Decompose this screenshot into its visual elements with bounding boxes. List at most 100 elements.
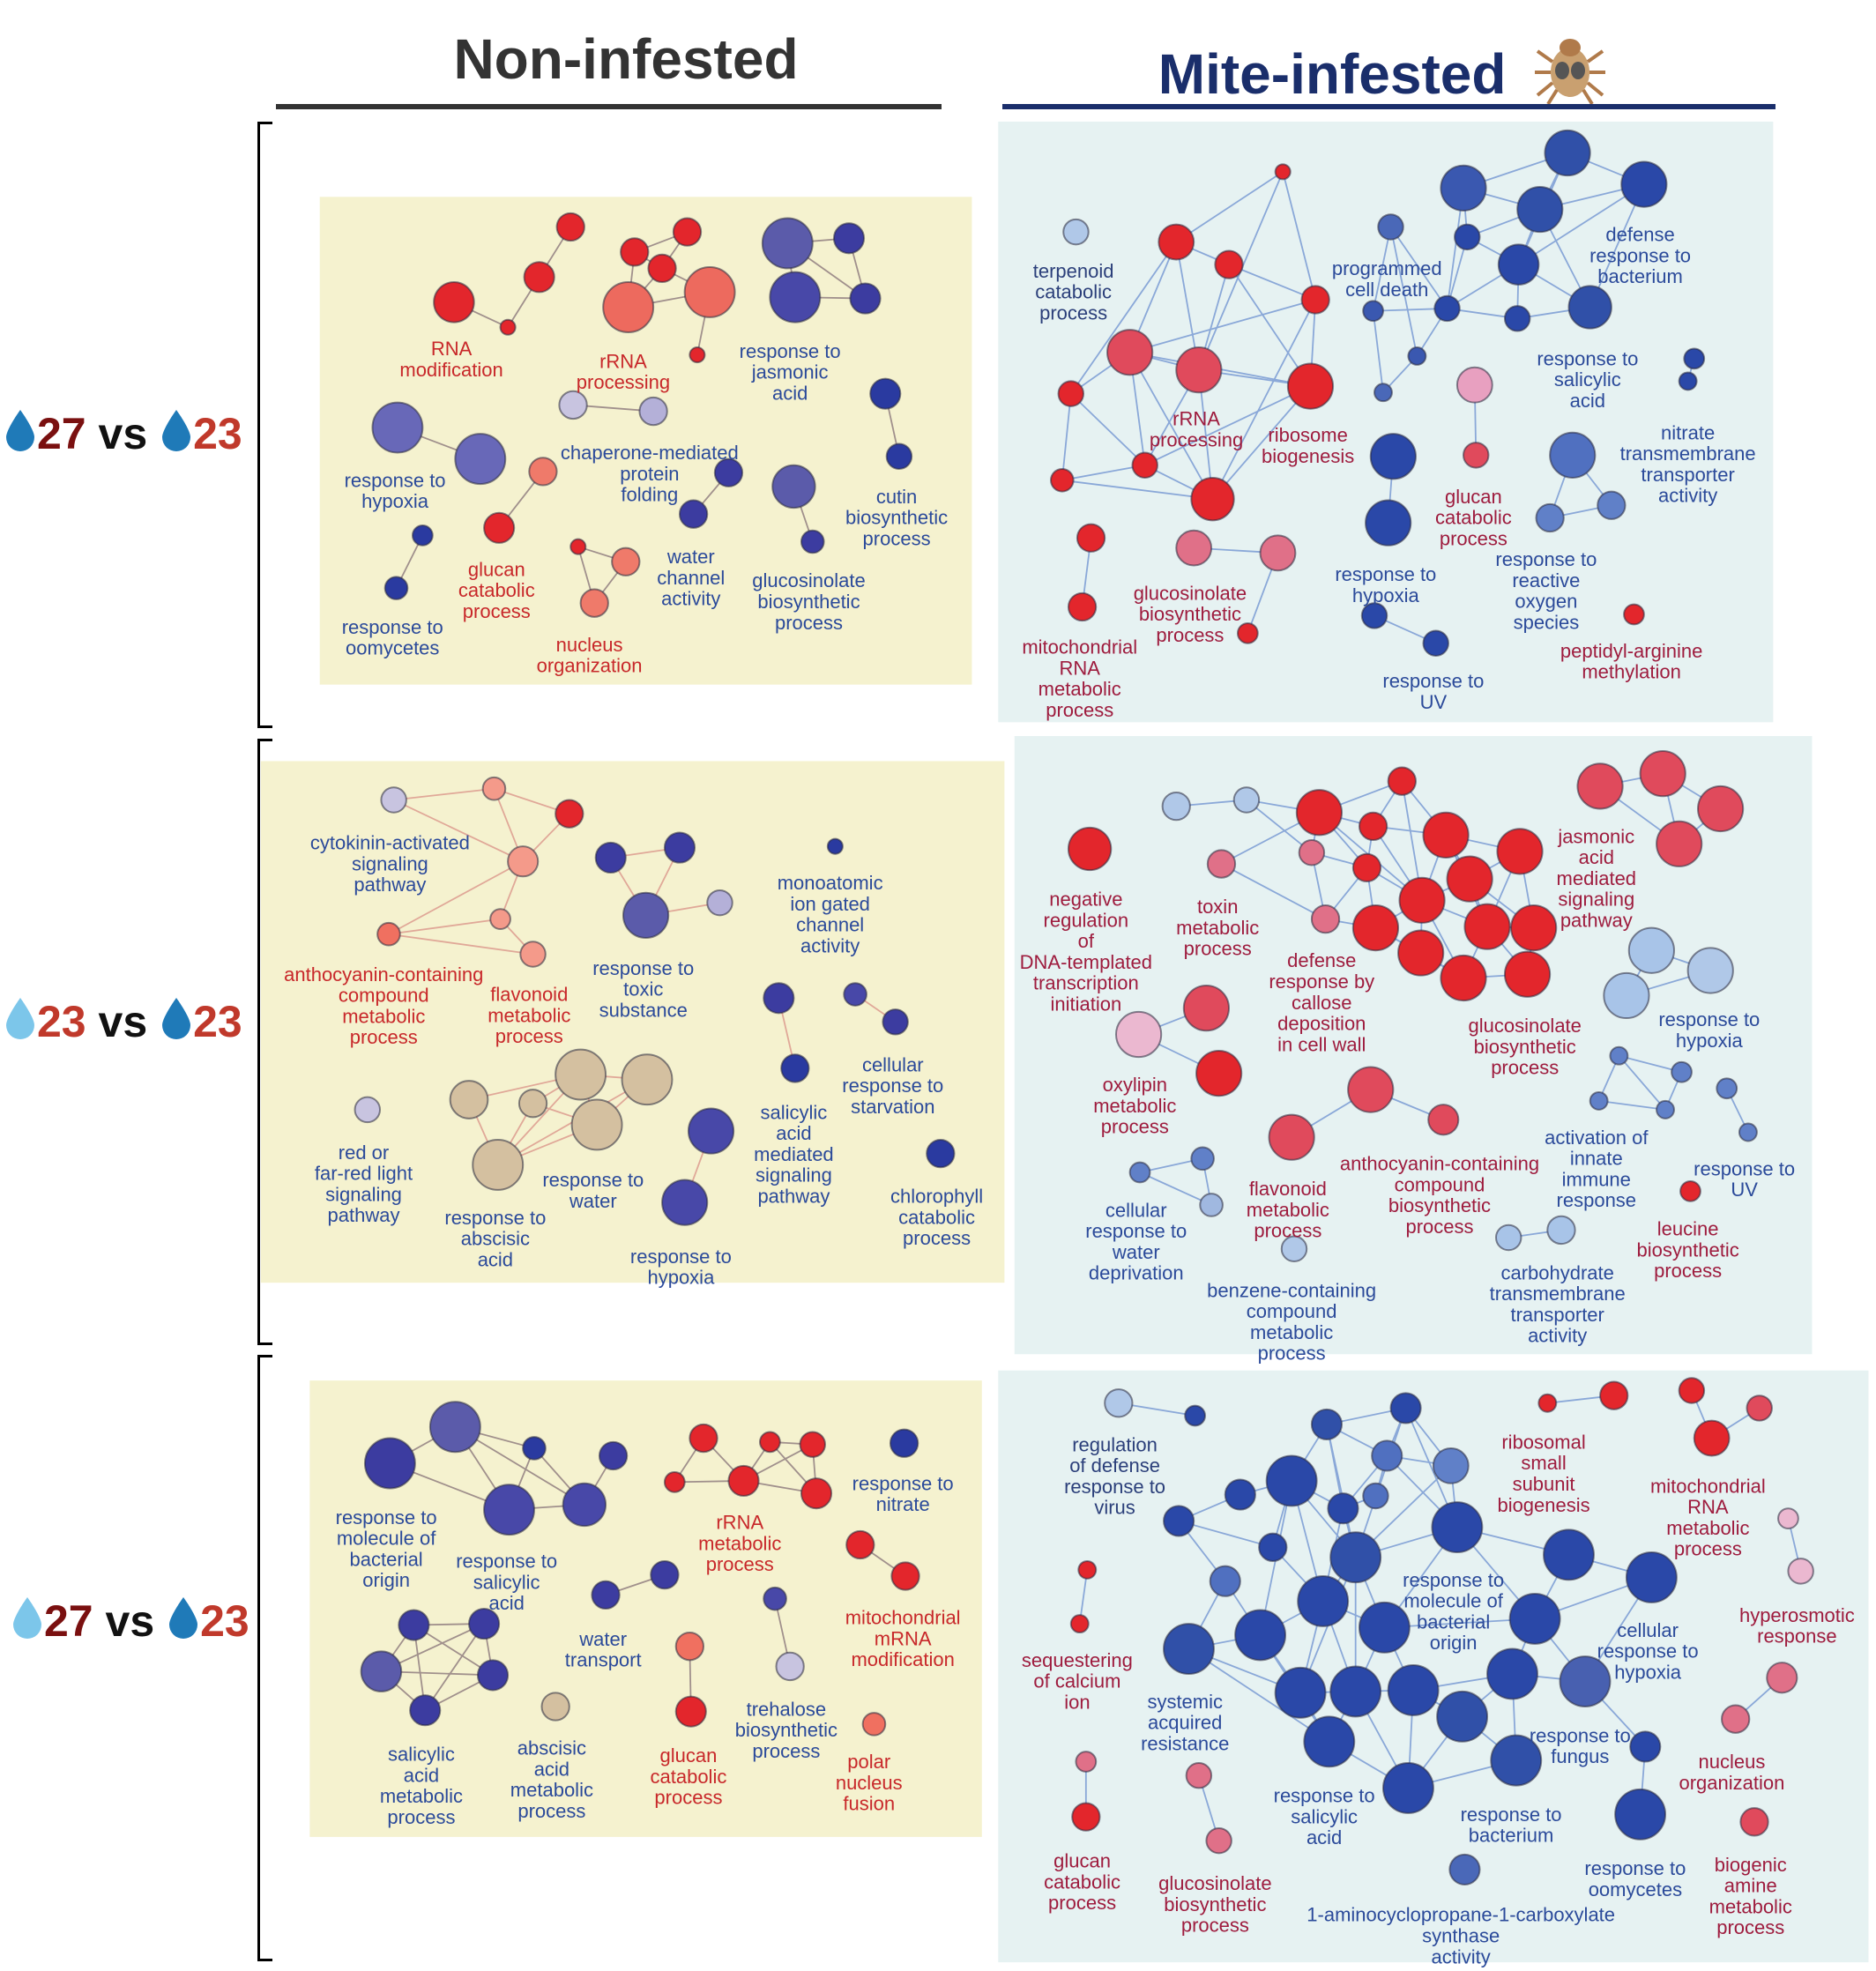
node-label-line: abscisic <box>461 1228 530 1250</box>
node-label-line: initiation <box>1050 993 1121 1015</box>
node-label-line: signaling <box>756 1164 832 1186</box>
node-label-line: cytokinin-activated <box>310 832 470 854</box>
water-drop-icon <box>160 996 193 1051</box>
node-label-line: regulation <box>1044 909 1129 931</box>
node-label-line: response to <box>1085 1220 1187 1242</box>
network-node <box>611 547 641 576</box>
network-node <box>672 217 703 247</box>
node-label-line: hypoxia <box>361 490 429 512</box>
node-label-line: compound <box>339 985 429 1007</box>
node-label-line: response to <box>345 469 446 491</box>
network-node <box>663 831 696 864</box>
network-node <box>674 1632 705 1662</box>
network-node <box>1360 602 1388 629</box>
network-edge <box>1211 299 1316 500</box>
network-edge <box>1070 393 1146 466</box>
node-label-line: process <box>903 1227 971 1249</box>
network-node <box>1535 502 1565 533</box>
water-drop-icon <box>4 408 37 463</box>
node-label-line: UV <box>1731 1179 1758 1201</box>
node-label-line: metabolic <box>510 1779 593 1801</box>
mite-icon <box>1535 39 1606 106</box>
node-label-line: signaling <box>325 1183 402 1205</box>
header-mite-infested: Mite-infested <box>987 26 1781 107</box>
node-label-line: water <box>578 1628 627 1650</box>
network-node <box>1679 1179 1701 1202</box>
node-label-line: biosynthetic <box>845 507 948 529</box>
node-label-line: activity <box>1658 485 1717 507</box>
node-label-line: salicylic <box>388 1744 455 1766</box>
node-label-line: process <box>517 1800 585 1822</box>
network-node <box>1128 1161 1151 1184</box>
node-label-line: mRNA <box>875 1627 932 1649</box>
node-label-line: process <box>1046 699 1113 721</box>
network-node <box>454 433 507 486</box>
network-node <box>780 1053 810 1083</box>
network-node <box>1738 1122 1758 1142</box>
network-node <box>1603 971 1650 1020</box>
node-label-line: compound <box>1247 1300 1337 1322</box>
node-label-line: salicylic <box>473 1571 540 1593</box>
network-node <box>1274 1666 1327 1719</box>
network-node <box>1716 1077 1738 1100</box>
node-label-line: biogenic <box>1715 1854 1787 1876</box>
node-label-line: leucine <box>1657 1218 1719 1240</box>
network-node <box>1440 164 1487 212</box>
node-label-line: cutin <box>876 486 917 508</box>
node-label-line: innate <box>1570 1148 1623 1170</box>
network-node <box>763 1586 787 1611</box>
node-label-line: processing <box>1150 429 1243 451</box>
node-label-line: metabolic <box>1176 917 1259 939</box>
node-label-line: carbohydrate <box>1500 1261 1613 1283</box>
node-label-line: mitochondrial <box>1650 1475 1766 1497</box>
network-node <box>1069 1614 1090 1634</box>
network-node <box>1656 1099 1675 1119</box>
network-edge <box>1372 310 1384 393</box>
node-label-line: activation of <box>1545 1127 1649 1149</box>
node-label-line: process <box>775 612 843 634</box>
node-label-line: biogenesis <box>1497 1494 1589 1516</box>
node-label-line: salicylic <box>1291 1805 1358 1827</box>
node-label-line: metabolic <box>698 1532 781 1554</box>
node-label-line: transporter <box>1510 1304 1604 1326</box>
network-node <box>1446 855 1493 903</box>
network-node <box>507 845 540 878</box>
network-node <box>1746 1395 1773 1422</box>
node-label-line: metabolic <box>1247 1199 1329 1221</box>
network-node <box>1510 904 1558 952</box>
node-label-line: origin <box>362 1569 410 1591</box>
node-label-line: water <box>569 1190 617 1212</box>
node-label-line: bacterium <box>1597 265 1683 287</box>
node-label-line: oxylipin <box>1103 1074 1167 1096</box>
network-node <box>1310 1408 1344 1440</box>
network-node <box>620 237 650 267</box>
node-label-line: response to <box>1530 1724 1631 1746</box>
node-label-line: chaperone-mediated <box>561 442 739 464</box>
network-edge <box>1221 863 1326 920</box>
node-label-line: mediated <box>754 1143 834 1165</box>
network-edge <box>1139 1171 1212 1206</box>
network-node <box>1274 163 1292 181</box>
node-label-line: peptidyl-arginine <box>1560 640 1702 662</box>
node-label-line: salicylic <box>1554 368 1621 390</box>
network-node <box>1544 129 1591 177</box>
network-edge <box>388 918 501 935</box>
network-edge <box>1354 1408 1407 1558</box>
network-node <box>1351 904 1400 952</box>
network-node <box>483 511 516 544</box>
node-label-line: RNA <box>1060 657 1101 679</box>
network-node <box>1463 442 1490 469</box>
